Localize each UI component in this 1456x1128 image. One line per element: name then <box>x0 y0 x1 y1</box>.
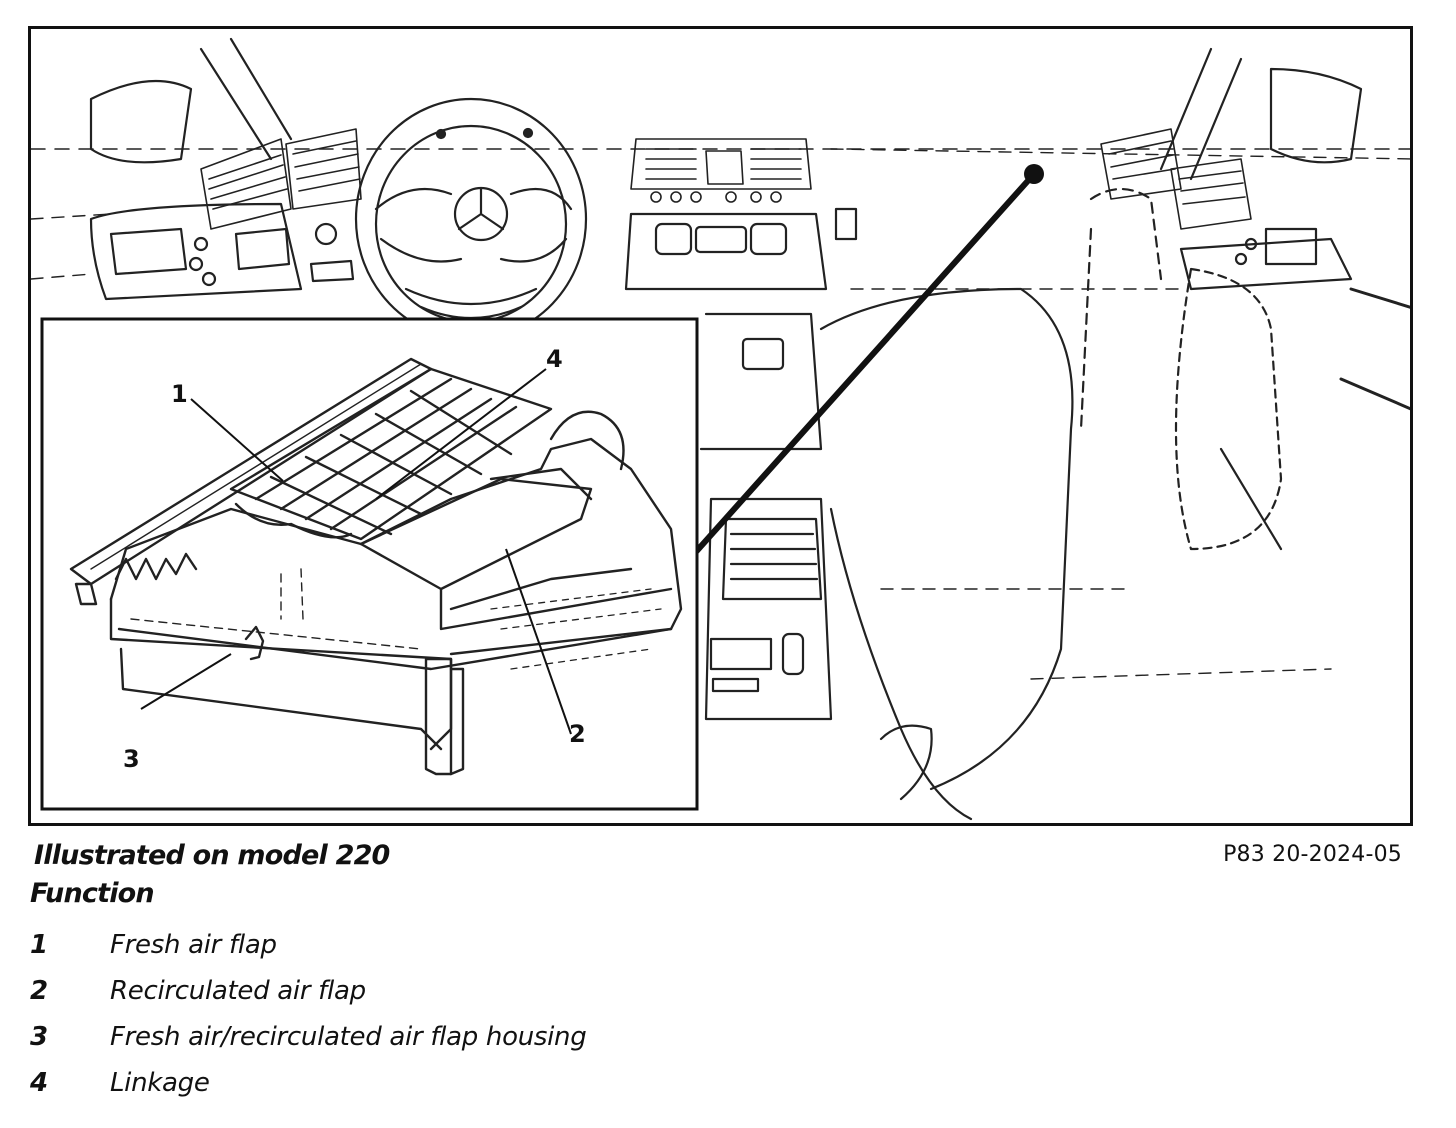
legend-item: 2 Recirculated air flap <box>30 968 586 1014</box>
leader-line <box>691 164 1044 557</box>
callout-3: 3 <box>123 745 140 773</box>
legend-list: 1 Fresh air flap 2 Recirculated air flap… <box>30 922 587 1106</box>
legend-label: Fresh air flap <box>110 930 277 960</box>
callout-4: 4 <box>546 345 563 373</box>
callout-2: 2 <box>569 720 586 748</box>
legend-item: 3 Fresh air/recirculated air flap housin… <box>30 1014 587 1060</box>
legend-item: 4 Linkage <box>30 1060 586 1106</box>
legend-number: 4 <box>30 1068 48 1098</box>
callout-1: 1 <box>171 380 188 408</box>
legend-label: Recirculated air flap <box>110 976 366 1006</box>
legend-number: 3 <box>30 1022 48 1052</box>
caption-title: Illustrated on model 220 <box>34 840 390 871</box>
illustration-frame: 1 4 3 2 <box>28 26 1413 826</box>
legend-number: 2 <box>30 976 48 1006</box>
legend-label: Fresh air/recirculated air flap housing <box>110 1022 587 1052</box>
flap-housing-drawing: 1 4 3 2 <box>40 317 699 811</box>
legend-label: Linkage <box>110 1068 210 1098</box>
figure-reference: P83 20-2024-05 <box>1223 842 1402 867</box>
legend-item: 1 Fresh air flap <box>30 922 586 968</box>
legend-number: 1 <box>30 930 48 960</box>
section-heading: Function <box>30 878 155 909</box>
